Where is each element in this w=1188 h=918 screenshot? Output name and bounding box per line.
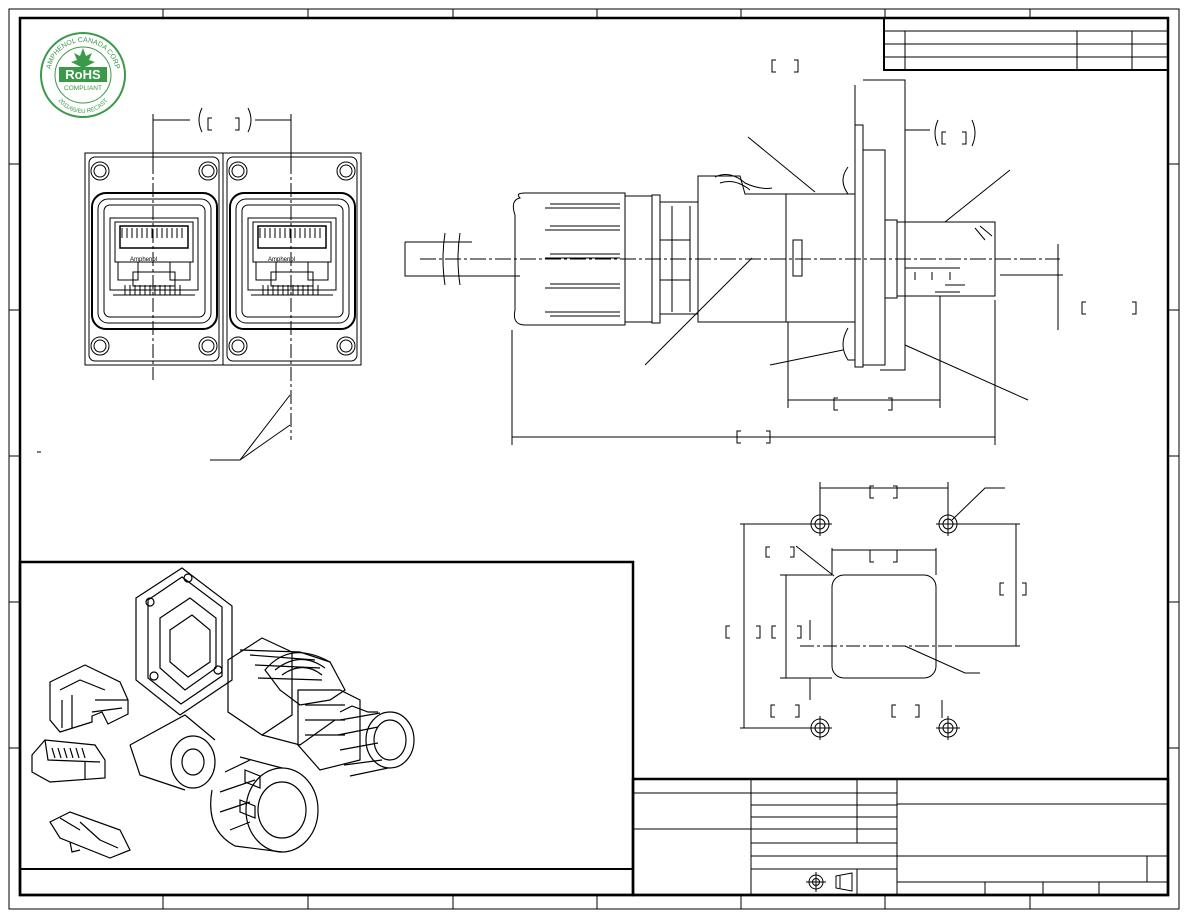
front-jack-label-right: Amphenol (268, 257, 295, 263)
title-block (631, 777, 1170, 897)
logo-subtitle: COMPLIANT (64, 85, 102, 92)
rohs-logo-icon: AMPHENOL CANADA CORP 2011/65/EU RECAST R… (40, 32, 126, 118)
front-jack-label-left: Amphenol (130, 257, 157, 263)
revision-block (883, 17, 1169, 71)
panel-cutout-view (725, 482, 1027, 740)
front-view (37, 107, 362, 461)
side-view (404, 59, 1137, 445)
isometric-view (18, 560, 635, 897)
logo-badge: RoHS (65, 67, 101, 82)
projection-symbol-icon (806, 872, 853, 892)
sheet-border (8, 8, 1180, 910)
